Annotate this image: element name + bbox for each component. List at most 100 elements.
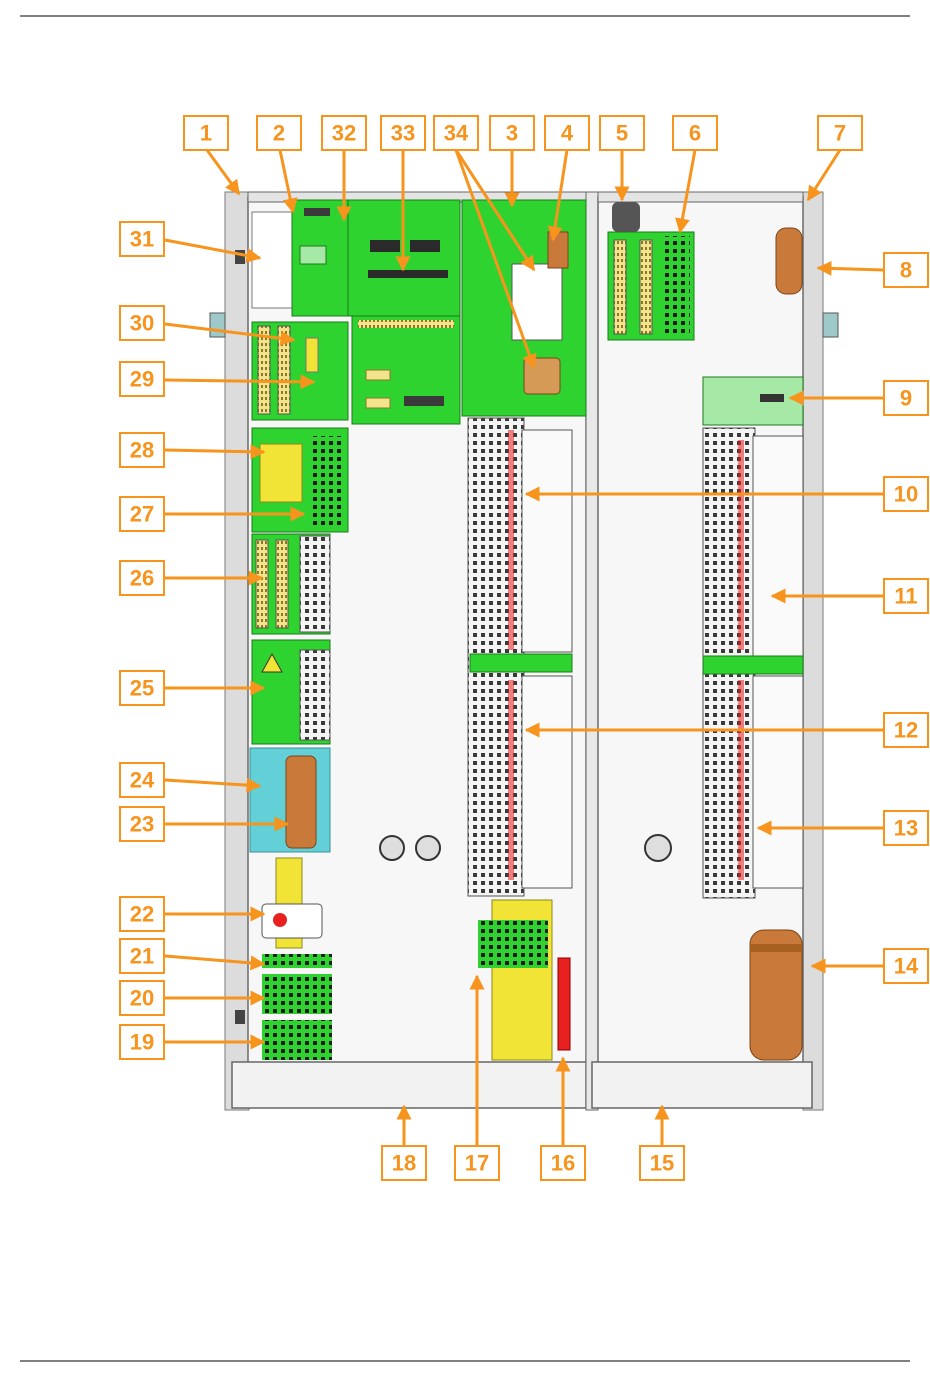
leader-21	[164, 954, 266, 971]
svg-text:34: 34	[444, 121, 469, 146]
left-bay-bottom-plinth	[231, 1061, 587, 1109]
callout-10: 10	[883, 476, 929, 512]
fan-hub-left	[379, 835, 405, 861]
fan-hub-right-bay	[644, 834, 672, 862]
cabinet	[209, 191, 839, 1111]
callout-1: 1	[183, 115, 229, 151]
io-board-6-term	[664, 236, 690, 336]
svg-text:30: 30	[130, 311, 154, 336]
green-separator-strip-right	[702, 655, 804, 675]
callout-31: 31	[119, 221, 165, 257]
mounting-tab-right	[822, 312, 839, 338]
inductor-23	[285, 755, 317, 849]
svg-text:18: 18	[392, 1151, 416, 1176]
callout-5: 5	[599, 115, 645, 151]
callout-6: 6	[672, 115, 718, 151]
leader-7	[806, 149, 842, 202]
transformer-28-terminals	[310, 436, 342, 526]
right-bay-bottom-plinth	[591, 1061, 813, 1109]
transformer-28-core	[259, 443, 303, 503]
connector-board-26-c2	[275, 539, 289, 629]
leader-1	[205, 149, 241, 196]
svg-text:1: 1	[200, 121, 212, 146]
contactor-4	[547, 231, 569, 269]
callout-11: 11	[883, 578, 929, 614]
leader-28	[164, 444, 266, 460]
board-33-conn-b	[365, 397, 391, 409]
callout-16: 16	[540, 1145, 586, 1181]
board-33-header	[358, 320, 454, 328]
svg-text:9: 9	[900, 386, 912, 411]
svg-text:6: 6	[689, 121, 701, 146]
svg-text:16: 16	[551, 1151, 575, 1176]
io-board-6-c1	[613, 239, 627, 335]
svg-text:3: 3	[506, 121, 518, 146]
svg-text:12: 12	[894, 718, 918, 743]
large-inductor-14	[749, 929, 803, 1061]
callout-23: 23	[119, 806, 165, 842]
panel-board-9	[702, 376, 804, 426]
callout-20: 20	[119, 980, 165, 1016]
leader-34b	[454, 149, 537, 370]
terminal-block-20	[262, 974, 332, 1014]
svg-text:32: 32	[332, 121, 356, 146]
terminal-cover-12	[521, 675, 573, 889]
callout-2: 2	[256, 115, 302, 151]
terminal-red-stripe-10	[508, 430, 514, 650]
callout-12: 12	[883, 712, 929, 748]
right-side-wall	[802, 191, 824, 1111]
svg-text:15: 15	[650, 1151, 674, 1176]
callout-26: 26	[119, 560, 165, 596]
callout-8: 8	[883, 252, 929, 288]
large-inductor-14-band	[750, 944, 802, 952]
svg-text:7: 7	[834, 121, 846, 146]
callout-3: 3	[489, 115, 535, 151]
callout-7: 7	[817, 115, 863, 151]
board-33-conn-c	[404, 396, 444, 406]
svg-text:23: 23	[130, 812, 154, 837]
top-white-cover-31	[251, 211, 298, 309]
cylinder-5	[612, 202, 640, 232]
terminal-red-stripe-12	[508, 680, 514, 880]
svg-text:24: 24	[130, 768, 155, 793]
svg-text:13: 13	[894, 816, 918, 841]
board-32-strip	[368, 270, 448, 278]
terminal-cover-10	[521, 429, 573, 653]
panel-board-9-ic	[760, 394, 784, 402]
callout-13: 13	[883, 810, 929, 846]
svg-text:27: 27	[130, 502, 154, 527]
svg-text:14: 14	[894, 954, 919, 979]
terminal-strip-26	[299, 535, 331, 633]
leader-8	[816, 260, 885, 276]
breaker-22	[261, 903, 323, 939]
board-32-ic-a	[370, 240, 400, 252]
svg-text:8: 8	[900, 258, 912, 283]
fuse-16	[557, 957, 571, 1051]
svg-text:4: 4	[561, 121, 574, 146]
callout-28: 28	[119, 432, 165, 468]
power-module-25-term	[299, 649, 331, 741]
inductor-8	[775, 227, 803, 295]
leader-29	[164, 374, 316, 390]
callout-19: 19	[119, 1024, 165, 1060]
warning-triangle-25	[261, 652, 283, 673]
terminal-row-21	[262, 954, 332, 968]
breaker-22-knob	[273, 913, 287, 927]
callout-14: 14	[883, 948, 929, 984]
callout-29: 29	[119, 361, 165, 397]
terminal-cover-13	[752, 675, 804, 889]
io-board-6-c2	[639, 239, 653, 335]
leader-lines	[164, 149, 885, 1146]
leader-24	[164, 777, 262, 793]
terminal-block-19	[262, 1020, 332, 1060]
green-separator-strip	[469, 653, 573, 673]
callout-18: 18	[381, 1145, 427, 1181]
callout-21: 21	[119, 938, 165, 974]
svg-text:2: 2	[273, 121, 285, 146]
terminal-cover-11	[752, 435, 804, 659]
leader-31	[164, 238, 262, 263]
callout-4: 4	[544, 115, 590, 151]
callout-22: 22	[119, 896, 165, 932]
callout-25: 25	[119, 670, 165, 706]
callout-32: 32	[321, 115, 367, 151]
